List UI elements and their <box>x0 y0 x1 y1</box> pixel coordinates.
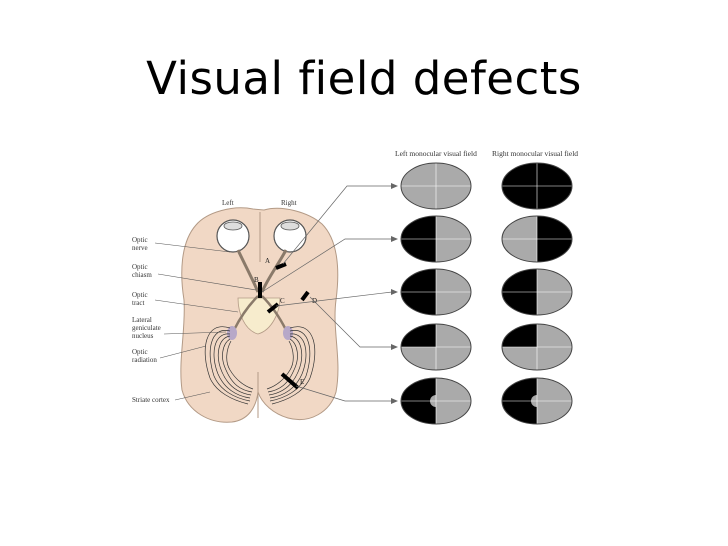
side-label-right: Right <box>281 199 297 207</box>
right-visual-field-d <box>501 323 573 371</box>
point-label-c: C <box>280 297 285 305</box>
slide-title: Visual field defects <box>146 52 582 105</box>
right-visual-field-c <box>501 268 573 316</box>
left-visual-field-d <box>400 323 472 371</box>
lesion-c <box>266 302 280 314</box>
label-striate-cortex: Striate cortex <box>132 396 170 404</box>
right-eye <box>273 219 307 253</box>
optic-tracts <box>232 295 288 331</box>
lesion-a <box>275 262 287 270</box>
lesion-e <box>280 372 300 390</box>
optic-nerves <box>236 249 288 293</box>
left-visual-field-b <box>400 215 472 263</box>
side-label-left: Left <box>222 199 234 207</box>
right-visual-field-b <box>501 215 573 263</box>
right-visual-field-e <box>501 377 573 425</box>
header-left-field: Left monocular visual field <box>395 149 477 158</box>
lesion-d <box>300 290 310 302</box>
right-visual-field-a <box>501 162 573 210</box>
label-leader-lines <box>154 242 257 401</box>
left-visual-field-a <box>400 162 472 210</box>
left-visual-field-e <box>400 377 472 425</box>
left-lateral-geniculate-nucleus <box>227 326 237 340</box>
left-visual-field-c <box>400 268 472 316</box>
point-label-e: E <box>300 378 304 386</box>
header-right-field: Right monocular visual field <box>492 149 578 158</box>
pointer-arrowheads <box>391 183 398 404</box>
pointer-lines <box>261 185 393 402</box>
point-label-b: B <box>254 276 259 284</box>
longitudinal-fissure <box>257 212 261 418</box>
point-label-a: A <box>265 257 270 265</box>
lesion-markers <box>258 262 310 390</box>
right-lateral-geniculate-nucleus <box>283 326 293 340</box>
left-eye <box>216 219 250 253</box>
visual-field-grid <box>400 162 573 425</box>
